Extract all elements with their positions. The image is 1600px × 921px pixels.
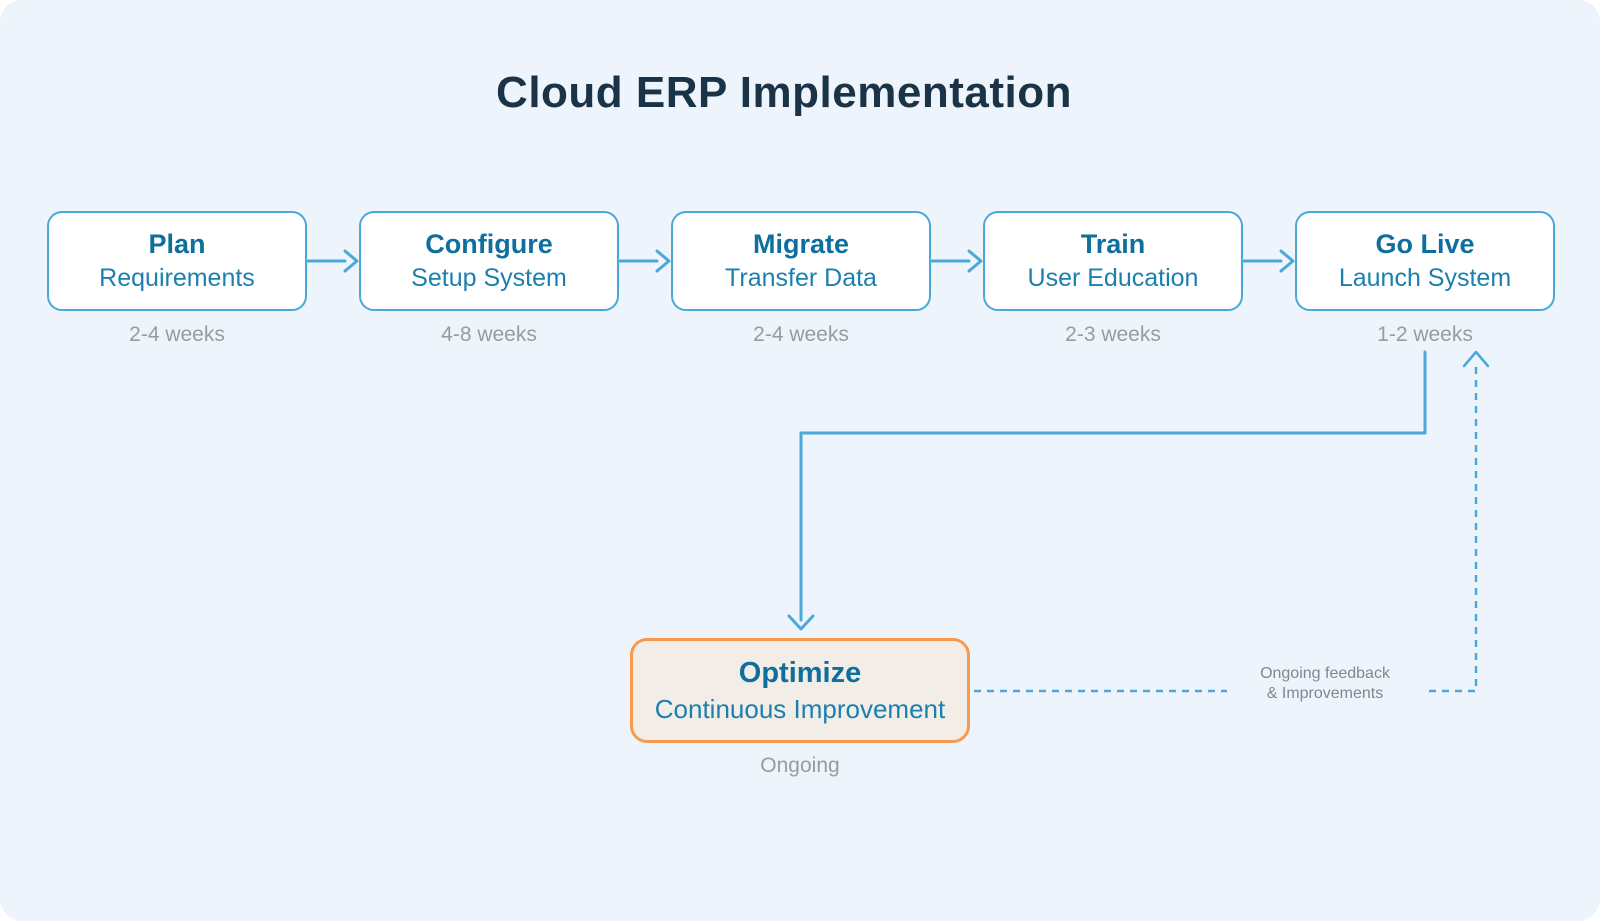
stage-optimize-box: Optimize Continuous Improvement	[630, 638, 970, 743]
stage-name: Go Live	[1375, 228, 1475, 259]
stage-migrate-box: Migrate Transfer Data	[671, 211, 931, 311]
stage-name: Train	[1080, 228, 1146, 259]
stage-subtitle: Continuous Improvement	[654, 693, 946, 724]
stage-name: Plan	[148, 228, 206, 259]
stage-name: Optimize	[738, 656, 862, 689]
feedback-annotation-line1: Ongoing feedback	[1260, 665, 1390, 682]
feedback-annotation: Ongoing feedback & Improvements	[1227, 664, 1423, 704]
stage-subtitle: Launch System	[1338, 263, 1512, 292]
diagram-title: Cloud ERP Implementation	[496, 68, 1072, 117]
arrow-right-icon	[1242, 249, 1295, 273]
arrow-down-icon	[787, 614, 815, 631]
stage-duration: Ongoing	[760, 754, 840, 777]
optimize-feedback-dashed-connector	[974, 350, 1490, 693]
arrow-up-icon	[1462, 350, 1490, 368]
stage-golive-box: Go Live Launch System	[1295, 211, 1555, 311]
golive-to-optimize-connector	[787, 350, 1427, 631]
stage-duration: 4-8 weeks	[441, 323, 537, 346]
arrow-right-icon	[930, 249, 983, 273]
stage-duration: 2-3 weeks	[1065, 323, 1161, 346]
stage-configure: Configure Setup System 4-8 weeks	[359, 211, 619, 347]
stage-duration: 2-4 weeks	[129, 323, 225, 346]
arrow-right-icon	[306, 249, 359, 273]
stage-subtitle: Setup System	[411, 263, 567, 292]
stage-name: Configure	[425, 228, 553, 259]
stage-migrate: Migrate Transfer Data 2-4 weeks	[671, 211, 931, 347]
stage-subtitle: Requirements	[99, 263, 255, 292]
stage-duration: 1-2 weeks	[1377, 323, 1473, 346]
stage-golive: Go Live Launch System 1-2 weeks	[1295, 211, 1555, 347]
stage-subtitle: Transfer Data	[725, 263, 877, 292]
stage-optimize: Optimize Continuous Improvement Ongoing	[630, 638, 970, 778]
stage-name: Migrate	[752, 228, 850, 259]
stage-train-box: Train User Education	[983, 211, 1243, 311]
stage-subtitle: User Education	[1027, 263, 1199, 292]
stage-duration: 2-4 weeks	[753, 323, 849, 346]
feedback-annotation-line2: & Improvements	[1266, 685, 1384, 702]
stage-plan-box: Plan Requirements	[47, 211, 307, 311]
stage-plan: Plan Requirements 2-4 weeks	[47, 211, 307, 347]
arrow-right-icon	[618, 249, 671, 273]
stage-train: Train User Education 2-3 weeks	[983, 211, 1243, 347]
stage-configure-box: Configure Setup System	[359, 211, 619, 311]
